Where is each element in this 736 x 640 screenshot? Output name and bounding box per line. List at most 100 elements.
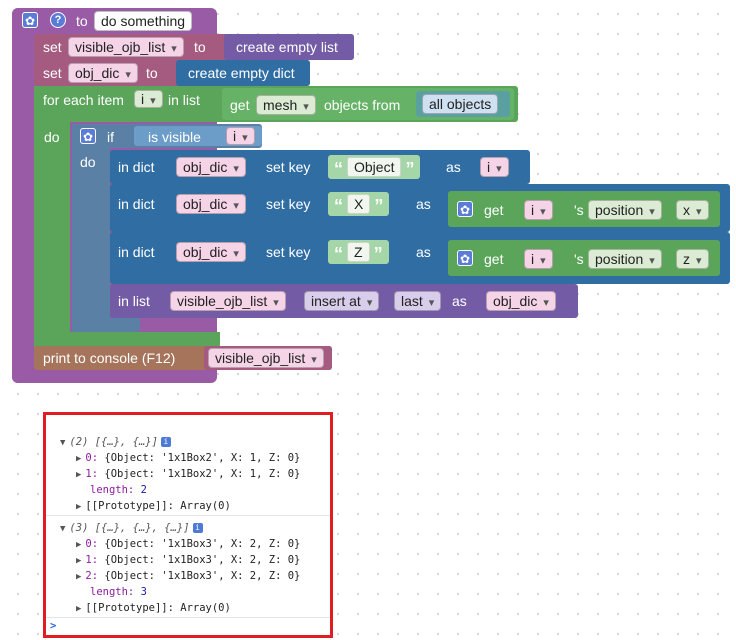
create-empty-dict-label: create empty dict bbox=[188, 65, 295, 81]
to-label: to bbox=[146, 65, 158, 81]
array-entry[interactable]: ▶1: {Object: '1x1Box2', X: 1, Z: 0} bbox=[76, 468, 301, 480]
if-footer bbox=[72, 318, 140, 332]
collapse-triangle-icon[interactable]: ▶ bbox=[76, 454, 82, 464]
collapse-triangle-icon[interactable]: ▶ bbox=[76, 556, 82, 566]
dict-set-block[interactable] bbox=[110, 150, 530, 184]
collapse-triangle-icon[interactable]: ▶ bbox=[76, 470, 82, 480]
variable-dropdown[interactable]: visible_ojb_list bbox=[68, 37, 184, 57]
variable-i-dropdown[interactable]: i bbox=[524, 200, 553, 220]
variable-i-dropdown[interactable]: i bbox=[524, 249, 553, 269]
as-label: as bbox=[416, 244, 431, 260]
collapse-triangle-icon[interactable]: ▶ bbox=[76, 604, 82, 614]
possessive-label: 's bbox=[574, 251, 584, 267]
position-dropdown[interactable]: last bbox=[394, 291, 442, 311]
property-dropdown[interactable]: position bbox=[588, 249, 662, 269]
set-label: set bbox=[43, 65, 62, 81]
insert-mode-dropdown[interactable]: insert at bbox=[304, 291, 380, 311]
array-length: length: 3 bbox=[90, 586, 147, 598]
if-gear-icon[interactable]: ✿ bbox=[80, 128, 96, 144]
array-header[interactable]: ▼(2) [{…}, {…}]i bbox=[60, 435, 171, 450]
in-list-label: in list bbox=[168, 92, 200, 108]
string-value[interactable]: Object bbox=[347, 157, 402, 177]
if-arm bbox=[72, 124, 110, 332]
console-divider bbox=[46, 515, 330, 516]
set-key-label: set key bbox=[266, 159, 311, 175]
do-label: do bbox=[80, 154, 96, 170]
collapse-triangle-icon[interactable]: ▶ bbox=[76, 502, 82, 512]
do-label: do bbox=[44, 129, 60, 145]
collapse-triangle-icon[interactable]: ▶ bbox=[76, 572, 82, 582]
string-value[interactable]: Z bbox=[347, 242, 370, 262]
get-position-block[interactable] bbox=[448, 240, 720, 276]
array-length: length: 2 bbox=[90, 484, 147, 496]
array-header[interactable]: ▼(3) [{…}, {…}, {…}]i bbox=[60, 521, 203, 536]
objects-from-label: objects from bbox=[324, 97, 401, 113]
function-name-field[interactable]: do something bbox=[94, 11, 193, 31]
array-prototype[interactable]: ▶[[Prototype]]: Array(0) bbox=[76, 500, 231, 512]
get-gear-icon[interactable]: ✿ bbox=[457, 201, 473, 217]
get-label: get bbox=[484, 202, 504, 218]
axis-dropdown[interactable]: x bbox=[676, 200, 709, 220]
array-entry[interactable]: ▶1: {Object: '1x1Box3', X: 2, Z: 0} bbox=[76, 554, 301, 566]
is-visible-label: is visible bbox=[148, 129, 201, 145]
array-entry[interactable]: ▶0: {Object: '1x1Box2', X: 1, Z: 0} bbox=[76, 452, 301, 464]
help-icon[interactable]: ? bbox=[50, 12, 66, 28]
procedure-arm bbox=[12, 8, 34, 383]
axis-dropdown[interactable]: z bbox=[676, 249, 709, 269]
set-key-label: set key bbox=[266, 196, 311, 212]
in-dict-label: in dict bbox=[118, 196, 155, 212]
console-output-panel: ▼(2) [{…}, {…}]i ▶0: {Object: '1x1Box2',… bbox=[43, 412, 333, 638]
to-label: to bbox=[194, 39, 206, 55]
create-empty-list-label: create empty list bbox=[236, 39, 338, 55]
as-label: as bbox=[446, 159, 461, 175]
array-entry[interactable]: ▶2: {Object: '1x1Box3', X: 2, Z: 0} bbox=[76, 570, 301, 582]
if-label: if bbox=[107, 129, 114, 145]
expand-triangle-icon[interactable]: ▼ bbox=[60, 524, 66, 534]
info-icon: i bbox=[192, 523, 203, 533]
dict-variable-dropdown[interactable]: obj_dic bbox=[176, 242, 246, 262]
variable-i-dropdown[interactable]: i bbox=[226, 127, 255, 145]
create-empty-dict-block[interactable] bbox=[176, 60, 310, 86]
create-empty-list-block[interactable] bbox=[224, 34, 354, 60]
variable-dropdown[interactable]: obj_dic bbox=[68, 63, 138, 83]
to-label: to bbox=[76, 13, 88, 29]
string-block[interactable]: “Object” bbox=[328, 155, 421, 179]
array-entry[interactable]: ▶0: {Object: '1x1Box3', X: 2, Z: 0} bbox=[76, 538, 301, 550]
in-dict-label: in dict bbox=[118, 159, 155, 175]
get-label: get bbox=[230, 97, 250, 113]
collapse-triangle-icon[interactable]: ▶ bbox=[76, 540, 82, 550]
string-block[interactable]: “Z” bbox=[328, 240, 389, 264]
print-label: print to console (F12) bbox=[43, 350, 176, 366]
as-label: as bbox=[416, 196, 431, 212]
variable-i-dropdown[interactable]: i bbox=[480, 157, 509, 177]
dict-variable-dropdown[interactable]: obj_dic bbox=[176, 194, 246, 214]
for-each-arm bbox=[34, 86, 70, 348]
dict-variable-dropdown[interactable]: obj_dic bbox=[176, 157, 246, 177]
list-variable-dropdown[interactable]: visible_ojb_list bbox=[170, 291, 286, 311]
possessive-label: 's bbox=[574, 202, 584, 218]
console-prompt[interactable]: > bbox=[50, 620, 57, 632]
set-label: set bbox=[43, 39, 62, 55]
for-each-label: for each item bbox=[43, 92, 124, 108]
get-gear-icon[interactable]: ✿ bbox=[457, 250, 473, 266]
loop-variable-dropdown[interactable]: i bbox=[134, 90, 163, 108]
string-block[interactable]: “X” bbox=[328, 192, 390, 216]
dict-variable-dropdown[interactable]: obj_dic bbox=[486, 291, 556, 311]
gear-icon[interactable]: ✿ bbox=[22, 12, 38, 28]
property-dropdown[interactable]: position bbox=[588, 200, 662, 220]
info-icon: i bbox=[160, 437, 171, 447]
object-type-dropdown[interactable]: mesh bbox=[256, 95, 316, 115]
print-variable-dropdown[interactable]: visible_ojb_list bbox=[208, 348, 324, 368]
in-list-label: in list bbox=[118, 293, 150, 309]
array-prototype[interactable]: ▶[[Prototype]]: Array(0) bbox=[76, 602, 231, 614]
expand-triangle-icon[interactable]: ▼ bbox=[60, 438, 66, 448]
for-each-footer bbox=[34, 332, 220, 348]
console-divider bbox=[46, 617, 330, 618]
in-dict-label: in dict bbox=[118, 244, 155, 260]
string-value[interactable]: X bbox=[347, 194, 371, 214]
all-objects-field[interactable]: all objects bbox=[422, 94, 499, 114]
get-label: get bbox=[484, 251, 504, 267]
as-label: as bbox=[452, 293, 467, 309]
get-position-block[interactable] bbox=[448, 191, 720, 227]
set-key-label: set key bbox=[266, 244, 311, 260]
